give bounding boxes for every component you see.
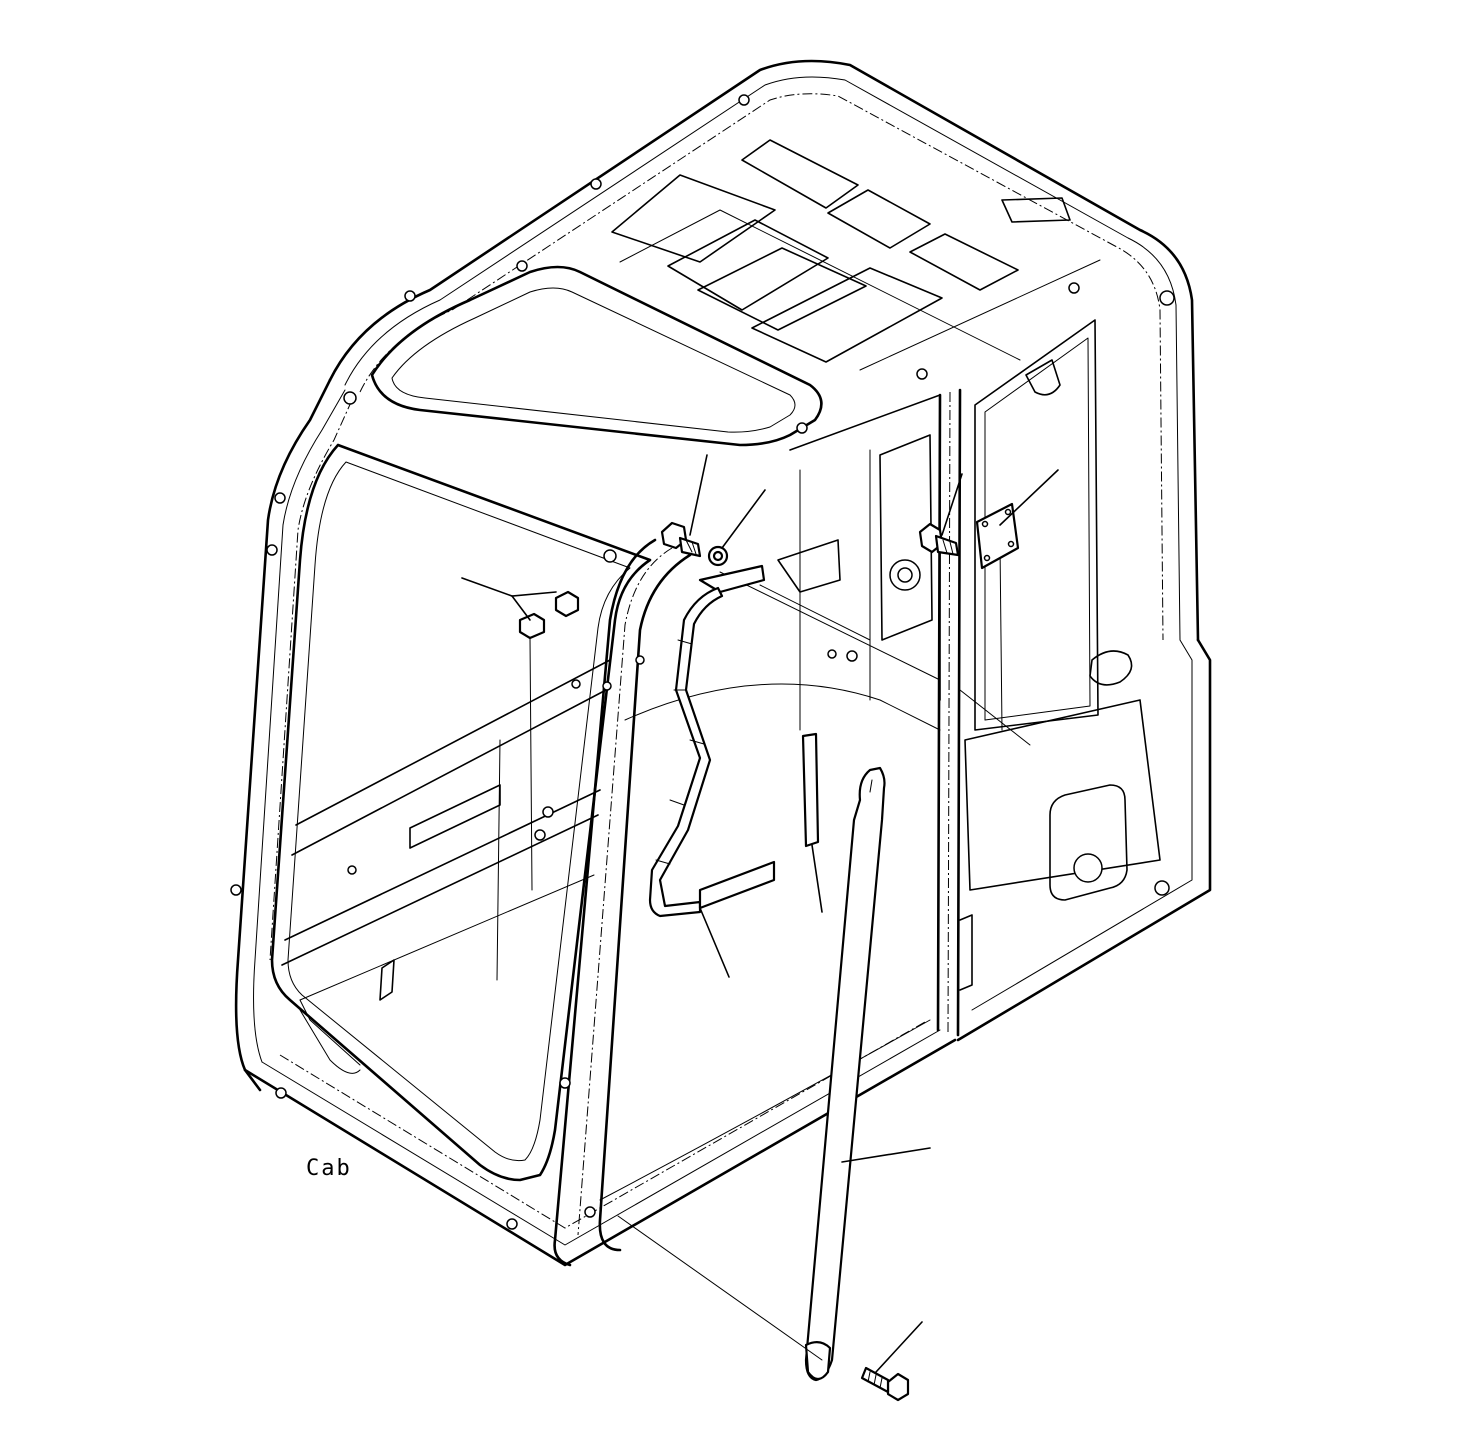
leader-lower-bolt (875, 1321, 923, 1373)
cab-label: Cab (306, 1156, 352, 1181)
leader-handrail (699, 907, 730, 978)
leader-clamp-blocks-2 (511, 595, 531, 621)
callout-leaders (461, 454, 1059, 1373)
leader-bolt (689, 454, 708, 536)
cab-body (230, 59, 1212, 1267)
leader-washer (721, 489, 766, 549)
leader-pin (811, 844, 823, 913)
long-handrail-part (617, 766, 886, 1382)
leader-grommet-bolt (941, 473, 963, 536)
washer-part (707, 545, 729, 567)
clamp-blocks-part (518, 590, 580, 891)
grommet-bolt-part (918, 522, 960, 557)
leader-clamp-blocks (461, 577, 557, 597)
lower-bolt-part (860, 1366, 910, 1402)
leader-cover-plate (999, 469, 1059, 526)
pin-part (801, 732, 820, 848)
leader-long-handrail (841, 1147, 931, 1163)
cover-plate-part (975, 502, 1020, 570)
handrail-part (648, 564, 776, 918)
bolt-part (660, 521, 702, 558)
